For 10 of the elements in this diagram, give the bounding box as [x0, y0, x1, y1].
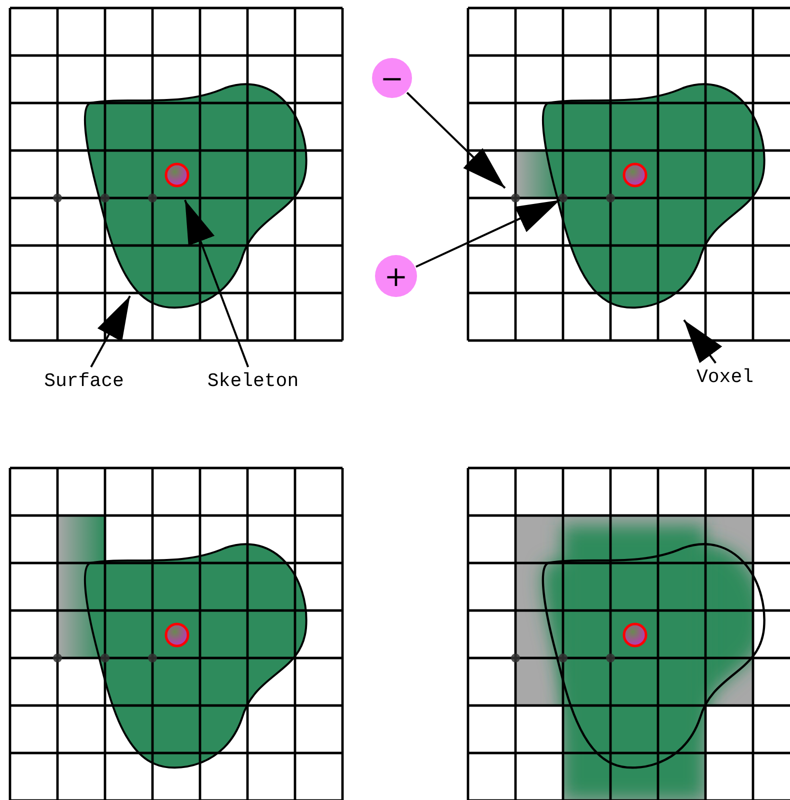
leader-arrow [416, 199, 560, 268]
leader-arrow [406, 92, 506, 189]
leader-arrow [683, 319, 722, 364]
callout-label: Voxel [692, 364, 758, 390]
plus-sign-circle: + [375, 255, 417, 297]
callout-label: Skeleton [200, 368, 306, 394]
callout-label: Surface [38, 368, 130, 394]
minus-sign-circle: − [372, 58, 412, 98]
leader-arrow [90, 296, 131, 368]
leader-arrow [184, 200, 250, 368]
